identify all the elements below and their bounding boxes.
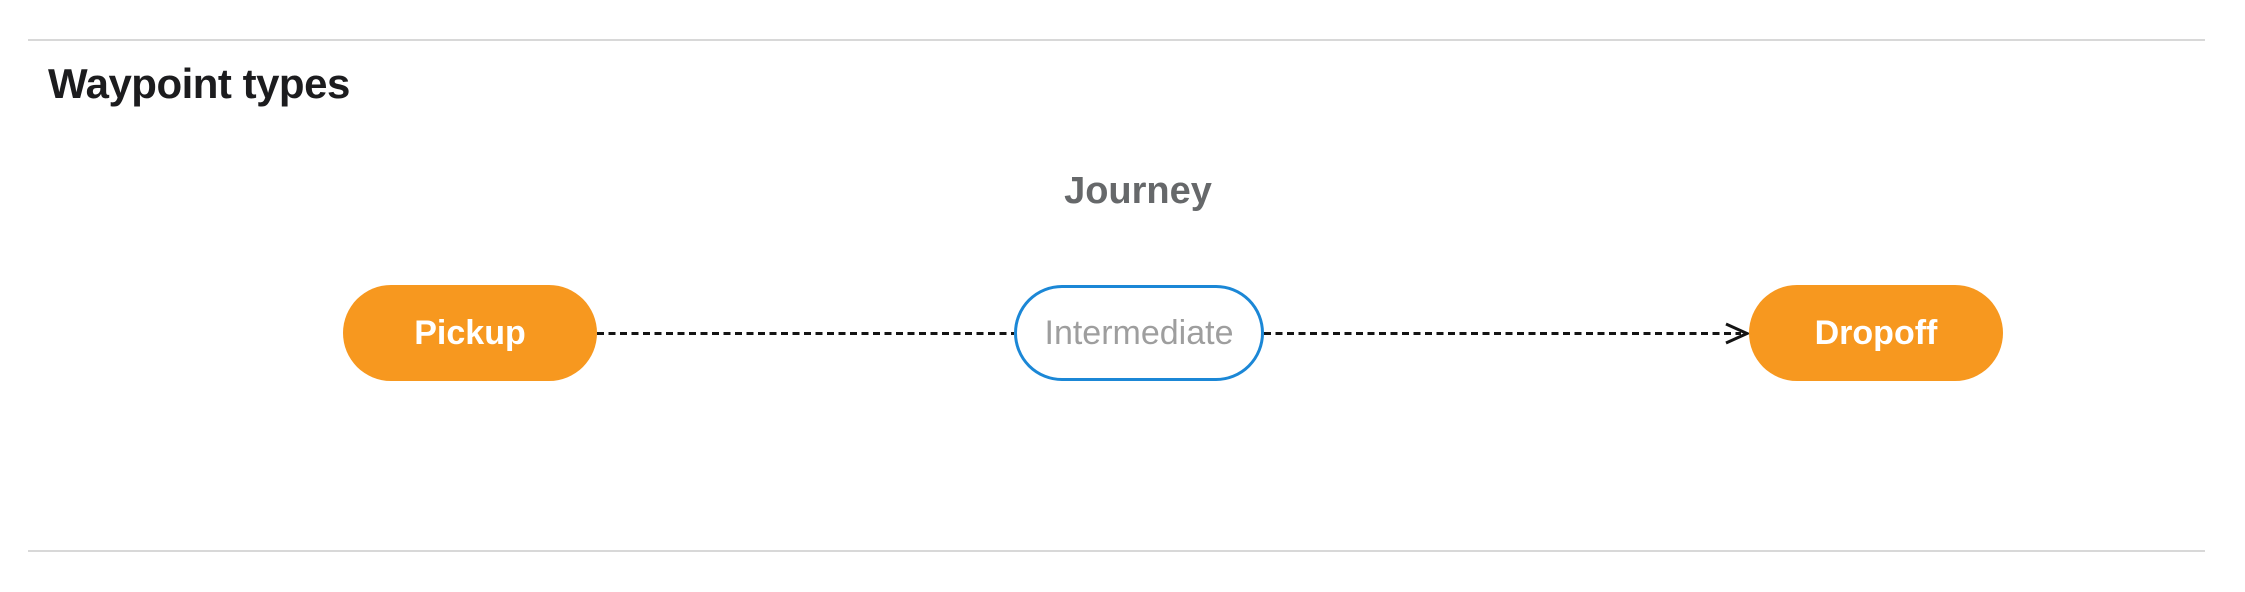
node-pickup: Pickup — [343, 285, 597, 381]
node-dropoff-label: Dropoff — [1814, 313, 1938, 352]
node-intermediate-label: Intermediate — [1044, 313, 1234, 352]
section-title: Waypoint types — [48, 60, 350, 107]
node-intermediate: Intermediate — [1014, 285, 1264, 381]
journey-label: Journey — [1064, 170, 1212, 212]
arrowhead-icon — [1725, 322, 1751, 345]
node-pickup-label: Pickup — [414, 313, 526, 352]
bottom-divider — [28, 550, 2205, 552]
top-divider — [28, 39, 2205, 41]
node-dropoff: Dropoff — [1749, 285, 2003, 381]
